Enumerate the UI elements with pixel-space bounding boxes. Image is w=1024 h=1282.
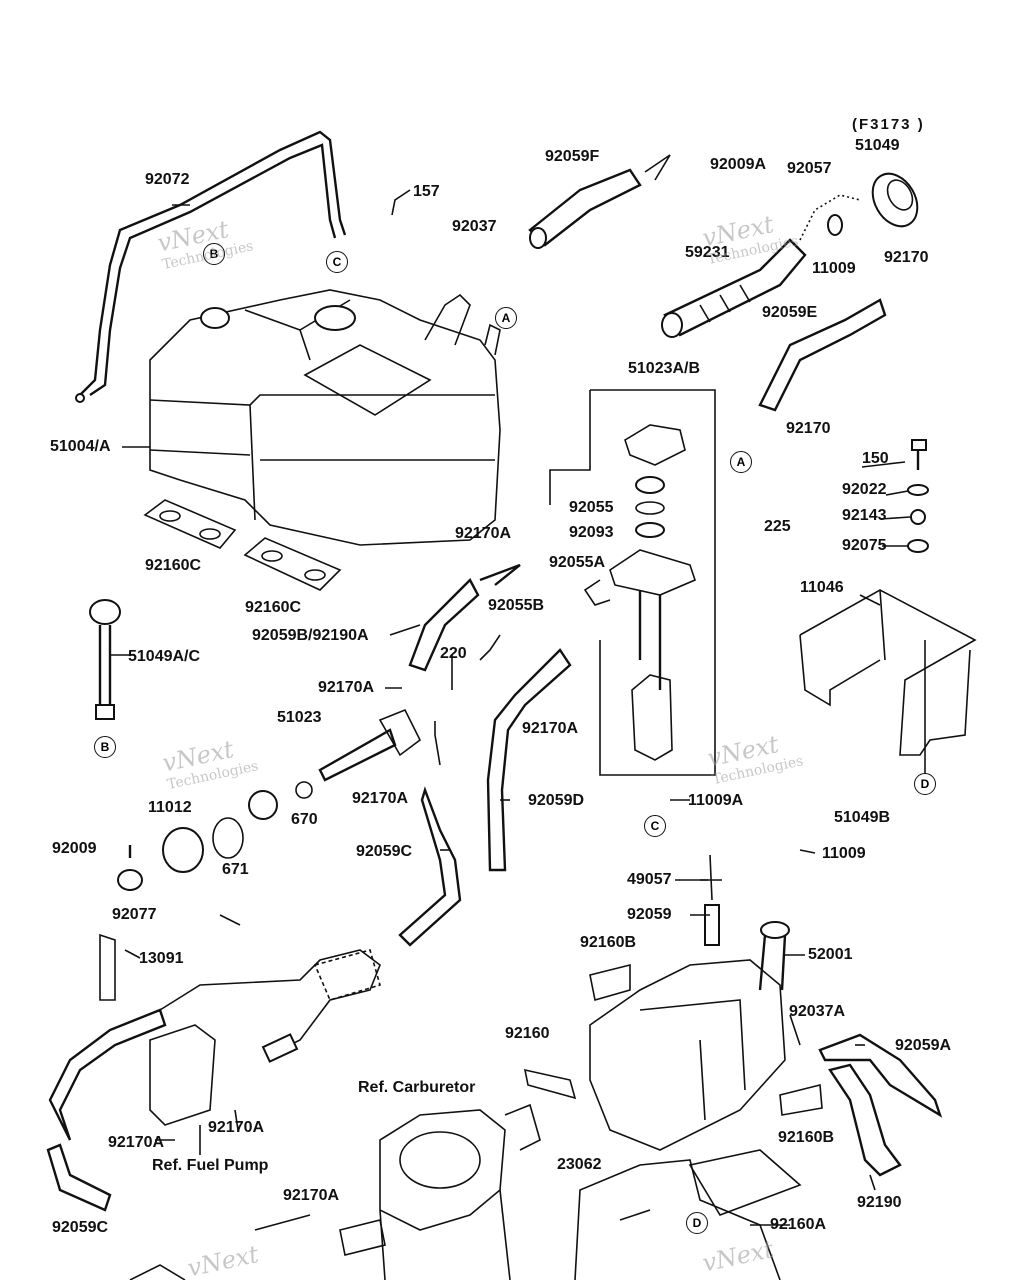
carburetor bbox=[129, 1103, 802, 1280]
fuel-valve-assembly bbox=[549, 389, 716, 776]
part-label: 49057 bbox=[627, 871, 672, 888]
part-label: 23062 bbox=[557, 1156, 602, 1173]
ref-carburetor-label: Ref. Carburetor bbox=[358, 1079, 476, 1096]
part-label: 92170A bbox=[352, 790, 409, 807]
part-label: 92037 bbox=[452, 218, 497, 235]
part-label: 52001 bbox=[808, 946, 853, 963]
part-label: 92143 bbox=[842, 507, 887, 524]
part-label: 51023 bbox=[277, 709, 322, 726]
petcock-51023 bbox=[117, 708, 422, 891]
part-label: 92160 bbox=[505, 1025, 550, 1042]
callout-b: B bbox=[203, 243, 225, 265]
hose-92059e bbox=[758, 298, 887, 412]
part-label: 92059A bbox=[895, 1037, 952, 1054]
callout-b: B bbox=[94, 736, 116, 758]
part-label: 13091 bbox=[139, 950, 184, 967]
part-label: 92170A bbox=[208, 1119, 265, 1136]
bracket-11046 bbox=[799, 589, 977, 760]
filler-neck bbox=[661, 172, 919, 338]
bolt-stack bbox=[907, 439, 929, 553]
part-label: 671 bbox=[222, 861, 249, 878]
part-label: 92093 bbox=[569, 524, 614, 541]
part-label: 92160C bbox=[145, 557, 202, 574]
part-label: 92059F bbox=[545, 148, 600, 165]
part-label: 51049B bbox=[834, 809, 891, 826]
part-label: 92170A bbox=[455, 525, 512, 542]
part-label: 92009A bbox=[710, 156, 767, 173]
fuel-tank bbox=[149, 289, 501, 546]
part-label: 11046 bbox=[800, 579, 844, 596]
fuel-lines bbox=[398, 563, 572, 947]
part-label: 92059 bbox=[627, 906, 672, 923]
part-label: 92075 bbox=[842, 537, 887, 554]
part-label: 92170A bbox=[318, 679, 375, 696]
part-label: 92170A bbox=[108, 1134, 165, 1151]
part-label: 92059D bbox=[528, 792, 585, 809]
part-label: 92160C bbox=[245, 599, 302, 616]
callout-c: C bbox=[326, 251, 348, 273]
ref-fuel-pump-label: Ref. Fuel Pump bbox=[152, 1157, 269, 1174]
part-label: 92160A bbox=[770, 1216, 827, 1233]
part-label: 92059B/92190A bbox=[252, 627, 369, 644]
part-label: 670 bbox=[291, 811, 318, 828]
part-label: 92055B bbox=[488, 597, 545, 614]
figure-code: (F3173 ) bbox=[852, 116, 925, 133]
part-label: 51004/A bbox=[50, 438, 111, 455]
part-label: 92037A bbox=[789, 1003, 846, 1020]
part-label: 11009A bbox=[688, 792, 744, 809]
tank-pads bbox=[143, 499, 342, 591]
part-label: 92170A bbox=[283, 1187, 340, 1204]
part-label: 92170A bbox=[522, 720, 579, 737]
part-label: 92059C bbox=[52, 1219, 109, 1236]
part-label: 225 bbox=[764, 518, 791, 535]
part-label: 92160B bbox=[778, 1129, 835, 1146]
part-label: 92170 bbox=[884, 250, 929, 266]
callout-c: C bbox=[644, 815, 666, 837]
part-label: 92160B bbox=[580, 934, 637, 951]
part-label: 51049 bbox=[855, 137, 900, 154]
part-label: 92059C bbox=[356, 843, 413, 860]
part-label: 59231 bbox=[685, 244, 730, 261]
part-label: 150 bbox=[862, 450, 889, 467]
part-label: 92055A bbox=[549, 554, 606, 571]
sender-51049ac bbox=[89, 599, 121, 720]
callout-a: A bbox=[730, 451, 752, 473]
part-label: 92059E bbox=[762, 304, 818, 321]
callout-d: D bbox=[914, 773, 936, 795]
part-label: 11009 bbox=[812, 260, 856, 277]
part-label: 92057 bbox=[787, 160, 832, 177]
part-label: 157 bbox=[413, 183, 440, 200]
part-label: 11012 bbox=[148, 799, 192, 816]
part-label: 92072 bbox=[145, 171, 190, 188]
lower-hoses bbox=[46, 933, 381, 1212]
part-label: 92190 bbox=[857, 1194, 902, 1211]
hose-92059f bbox=[528, 154, 671, 249]
callout-a: A bbox=[495, 307, 517, 329]
part-label: 92170 bbox=[786, 420, 831, 437]
leader-lines bbox=[110, 189, 926, 1231]
part-label: 51049A/C bbox=[128, 648, 201, 665]
tank-strap bbox=[75, 130, 347, 403]
part-label: 92022 bbox=[842, 481, 887, 498]
part-label: 51023A/B bbox=[628, 360, 701, 377]
oil-tank bbox=[523, 854, 943, 1177]
part-label: 11009 bbox=[822, 845, 866, 862]
part-label: 92077 bbox=[112, 906, 157, 923]
part-label: 220 bbox=[440, 645, 467, 662]
part-label: 92009 bbox=[52, 840, 97, 857]
callout-d: D bbox=[686, 1212, 708, 1234]
part-label: 92055 bbox=[569, 499, 614, 516]
